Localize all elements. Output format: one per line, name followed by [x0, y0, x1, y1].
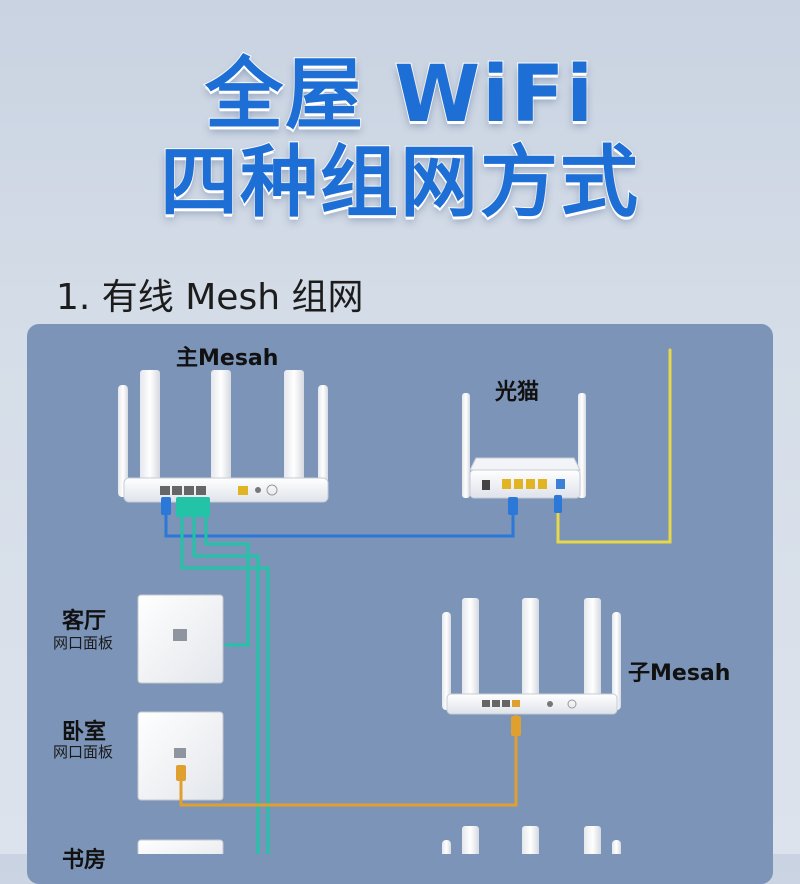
study-label: 书房: [62, 848, 107, 873]
wall-plate-bedroom: [137, 711, 224, 801]
section-title: 1. 有线 Mesh 组网: [56, 277, 364, 318]
cable-green-lan: [176, 497, 270, 854]
living-room-plate-label: 网口面板: [53, 634, 114, 652]
bedroom-plate-label: 网口面板: [53, 743, 114, 761]
title-line-1: 全屋 WiFi: [204, 50, 595, 140]
router-partial: [442, 826, 621, 854]
wall-plate-study: [137, 839, 224, 854]
main-router-label: 主Mesah: [176, 346, 279, 371]
cable-orange-backhaul: [176, 715, 521, 807]
wall-plate-living-room: [137, 594, 224, 684]
cable-blue-wan: [161, 497, 518, 538]
cable-yellow-fiber: [554, 348, 672, 544]
title-line-2: 四种组网方式: [159, 138, 640, 228]
modem-label: 光猫: [495, 380, 540, 405]
optical-modem: [462, 393, 586, 499]
network-diagram: [118, 348, 672, 854]
main-router: [118, 370, 329, 503]
sub-router: [442, 598, 621, 715]
bedroom-label: 卧室: [62, 720, 107, 745]
living-room-label: 客厅: [62, 609, 107, 634]
sub-router-label: 子Mesah: [628, 661, 731, 686]
